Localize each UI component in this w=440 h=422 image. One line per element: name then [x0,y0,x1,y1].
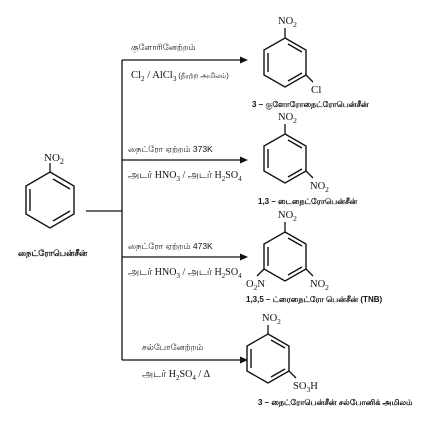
reagent-line-1: சல்போனேற்றம் [142,342,203,352]
nitro-group-label: NO2 [278,112,297,125]
substituent-bond [256,268,265,277]
substituent-bond [305,268,314,277]
substituent-bond [305,74,314,83]
product-name: 3 – நைட்ரோபென்சீன் சல்போனிக் அமிலம் [258,398,413,408]
nitro-group-label: NO2 [262,313,281,326]
double-bond [287,266,303,276]
nitro-group-label: NO2 [278,16,297,29]
double-bond [52,178,71,190]
double-bond [287,168,303,178]
double-bond [52,210,71,222]
nitro-group-label: O2N [246,279,265,292]
double-bond [287,72,303,82]
reagent-line-1: நைட்ரோ ஏற்றம் 473K [128,241,213,251]
substituent-bond [305,170,314,179]
benzene-ring [263,133,307,184]
nitro-group-label: NO2 [44,152,64,166]
double-bond [270,339,286,349]
reagent-line-1: நைட்ரோ ஏற்றம் 373K [128,144,213,154]
nitro-group-label: NO2 [310,279,329,292]
reaction-chlorination: குளோரினேற்றம் Cl2 / AlCl3 (நீரற்ற அமிலம்… [122,16,369,111]
arrowhead-icon [240,356,248,364]
arrowhead-icon [240,56,248,64]
product-name: 1,3 – டைநைட்ரோபென்சீன் [258,197,357,207]
chloro-group-label: Cl [311,84,321,96]
sulfonic-group-label: SO3H [293,381,318,394]
reaction-nitration-473k: நைட்ரோ ஏற்றம் 473K அடர் HNO3 / அடர் H2SO… [122,210,382,305]
substituent-bond [288,370,297,379]
reagent-line-2: அடர் H2SO4 / Δ [142,369,211,382]
product-name: 1,3,5 – ட்ரைநைட்ரோ பென்சீன் (TNB) [246,295,382,305]
double-bond [287,139,303,149]
reagent-line-2: அடர் HNO3 / அடர் H2SO4 [128,170,242,183]
benzene-ring [263,231,307,282]
double-bond [287,43,303,53]
branch-connector [86,60,123,360]
arrowhead-icon [240,156,248,164]
arrowhead-icon [240,253,248,261]
reaction-nitration-373k: நைட்ரோ ஏற்றம் 373K அடர் HNO3 / அடர் H2SO… [122,112,357,207]
reagent-line-2: அடர் HNO3 / அடர் H2SO4 [128,267,242,280]
nitro-group-label: NO2 [278,210,297,223]
reagent-line-1: குளோரினேற்றம் [131,42,196,54]
double-bond [270,368,286,378]
benzene-ring [246,333,290,384]
nitrobenzene-structure: NO2 நைட்ரோபென்சீன் [18,152,88,259]
reaction-sulphonation: சல்போனேற்றம் அடர் H2SO4 / Δ NO2 SO3H 3 –… [122,313,413,408]
benzene-ring [25,171,75,229]
benzene-ring [263,37,307,88]
nitro-group-label: NO2 [310,181,329,194]
nitrobenzene-name: நைட்ரோபென்சீன் [18,248,88,259]
reagent-line-2: Cl2 / AlCl3 (நீரற்ற அமிலம்) [131,70,229,83]
product-name: 3 – குளோரோநைட்ரோபென்சீன் [252,100,369,111]
double-bond [287,237,303,247]
